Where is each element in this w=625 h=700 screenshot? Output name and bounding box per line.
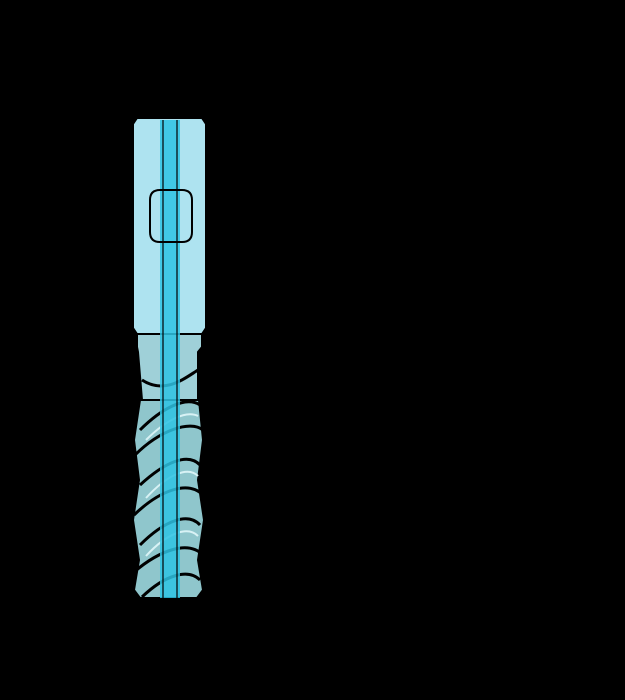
coolant-channel <box>160 120 180 598</box>
end-mill <box>131 92 207 599</box>
label-apmx: APMX <box>293 479 384 515</box>
label-lb: LB <box>488 448 530 486</box>
dimension-labels: DCON MS DN LF LJ LB 1 APMX DC RE <box>22 48 612 689</box>
label-dcon: DCON <box>246 48 346 86</box>
label-lb-sub: 1 <box>538 469 551 496</box>
dimension-lines <box>82 48 600 690</box>
label-lj: LJ <box>422 448 458 486</box>
label-re: RE <box>273 639 317 675</box>
label-dcon-sub: MS <box>365 62 410 95</box>
label-dn: DN <box>22 357 68 393</box>
weldon-flat <box>149 189 193 243</box>
label-lf: LF <box>572 325 612 363</box>
label-dc: DC <box>140 653 186 689</box>
